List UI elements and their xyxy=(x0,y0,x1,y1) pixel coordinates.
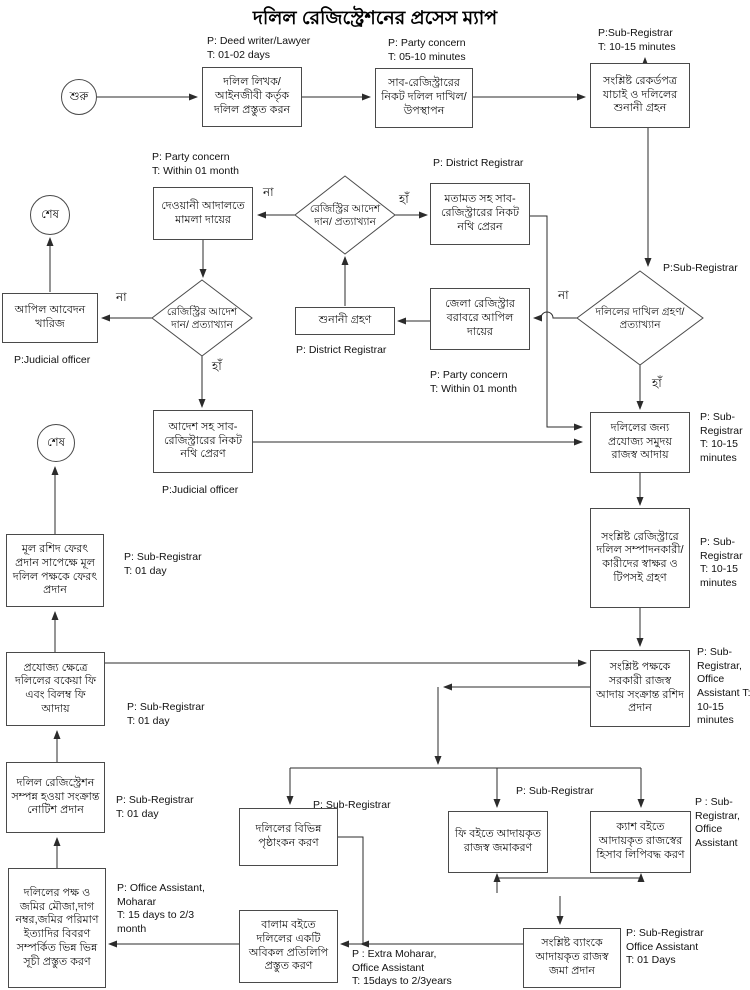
annotation-signatures-thumbprints: P: Sub-Registrar T: 10-15 minutes xyxy=(700,536,743,589)
annotation-fee-book-entry: P: Sub-Registrar xyxy=(516,785,594,797)
annotation-indexes-preparation: P: Office Assistant, Moharar T: 15 days … xyxy=(117,882,205,935)
process-revenue-receipt: সংশ্লিষ্ট পক্ষকে সরকারী রাজস্ব আদায় সংক… xyxy=(590,650,690,727)
process-indexes-preparation: দলিলের পক্ষ ও জমির মৌজা,দাগ নম্বর,জমির প… xyxy=(8,868,106,988)
decision-registry-order-2-label: রেজিস্ট্রির আদেশ দান/ প্রত্যাখ্যান xyxy=(166,306,238,331)
branch-label-yes-1: হাঁ xyxy=(399,192,409,206)
process-appeal-district-registrar: জেলা রেজিস্ট্রার বরাবরে আপিল দায়ের xyxy=(430,288,530,350)
process-appeal-dismissed: আপিল আবেদন খারিজ xyxy=(2,293,98,343)
annotation-completion-notice: P: Sub-Registrar T: 01 day xyxy=(116,794,194,820)
process-endorsements: দলিলের বিভিন্ন পৃষ্ঠাংকন করণ xyxy=(239,808,338,866)
annotation-verify-records: P:Sub-Registrar T: 10-15 minutes xyxy=(598,27,676,53)
branch-label-no-2: না xyxy=(116,290,127,304)
branch-label-yes-3: হাঁ xyxy=(652,376,662,390)
annotation-cash-book-entry: P : Sub-Registrar, Office Assistant xyxy=(695,796,740,849)
process-signatures-thumbprints: সংশ্লিষ্ট রেজিস্ট্রারে দলিল সম্পাদনকারী/… xyxy=(590,508,690,608)
annotation-endorsements: P: Sub-Registrar xyxy=(313,799,391,811)
process-balam-copy: বালাম বইতে দলিলের একটি অবিকল প্রতিলিপি প… xyxy=(239,910,338,983)
annotation-revenue-receipt: P: Sub-Registrar, Office Assistant T: 10… xyxy=(697,646,750,727)
process-cash-book-entry: ক্যাশ বইতে আদায়কৃত রাজস্বের হিসাব লিপিব… xyxy=(590,811,691,873)
annotation-opinion-to-subregistrar: P: District Registrar xyxy=(433,157,524,169)
process-civil-court-case: দেওয়ানী আদালতে মামলা দায়ের xyxy=(153,187,253,240)
process-prepare-deed: দলিল লিখক/আইনজীবী কর্তৃক দলিল প্রস্তুত ক… xyxy=(202,67,302,127)
process-opinion-to-subregistrar: মতামত সহ সাব-রেজিস্ট্রারের নিকট নথি প্রে… xyxy=(430,183,530,245)
annotation-civil-court-case: P: Party concern T: Within 01 month xyxy=(152,151,239,177)
annotation-return-original-deed: P: Sub-Registrar T: 01 day xyxy=(124,551,202,577)
annotation-prepare-deed: P: Deed writer/Lawyer T: 01-02 days xyxy=(207,35,311,61)
start-circle: শুরু xyxy=(61,79,97,115)
end-circle-appeal: শেষ xyxy=(30,195,70,235)
process-fee-book-entry: ফি বইতে আদায়কৃত রাজস্ব জমাকরণ xyxy=(448,811,548,873)
process-verify-records: সংশ্লিষ্ট রেকর্ডপত্র যাচাই ও দলিলের শুনা… xyxy=(590,63,690,128)
annotation-collect-revenue: P: Sub-Registrar T: 10-15 minutes xyxy=(700,411,743,464)
branch-label-no-1: না xyxy=(263,185,274,199)
annotation-bank-deposit: P: Sub-Registrar Office Assistant T: 01 … xyxy=(626,927,704,967)
annotation-deed-accept-reject: P:Sub-Registrar xyxy=(663,262,738,274)
annotation-hearing: P: District Registrar xyxy=(296,344,387,356)
branch-label-yes-2: হাঁ xyxy=(212,359,222,373)
end-circle-main: শেষ xyxy=(37,424,75,462)
process-hearing: শুনানী গ্রহণ xyxy=(295,307,395,335)
decision-diamond-deed-accept-reject xyxy=(576,270,704,366)
decision-registry-order-1-label: রেজিস্ট্রির আদেশ দান/ প্রত্যাখ্যান xyxy=(309,203,381,228)
decision-deed-accept-reject-label: দলিলের দাখিল গ্রহণ/প্রত্যাখ্যান xyxy=(595,306,685,331)
process-submit-deed: সাব-রেজিস্ট্রারের নিকট দলিল দাখিল/উপস্থা… xyxy=(375,68,473,128)
annotation-due-late-fees: P: Sub-Registrar T: 01 day xyxy=(127,701,205,727)
process-order-to-subregistrar: আদেশ সহ সাব-রেজিস্ট্রারের নিকট নথি প্রের… xyxy=(153,410,253,473)
page-title: দলিল রেজিস্ট্রেশনের প্রসেস ম্যাপ xyxy=(252,8,498,29)
branch-label-no-3: না xyxy=(558,288,569,302)
annotation-balam-copy: P : Extra Moharar, Office Assistant T: 1… xyxy=(352,948,452,988)
annotation-appeal-district-registrar: P: Party concern T: Within 01 month xyxy=(430,369,517,395)
process-return-original-deed: মূল রশিদ ফেরৎ প্রদান সাপেক্ষে মূল দলিল প… xyxy=(6,534,104,607)
annotation-appeal-dismissed: P:Judicial officer xyxy=(14,354,91,366)
process-due-late-fees: প্রযোজ্য ক্ষেত্রে দলিলের বকেয়া ফি এবং ব… xyxy=(6,652,105,726)
decision-diamond-registry-order-2 xyxy=(151,279,253,357)
process-bank-deposit: সংশ্লিষ্ট ব্যাংকে আদায়কৃত রাজস্ব জমা প্… xyxy=(523,928,621,988)
flow-arrows xyxy=(46,57,652,948)
annotation-submit-deed: P: Party concern T: 05-10 minutes xyxy=(388,37,466,63)
process-completion-notice: দলিল রেজিস্ট্রেশন সম্পন্ন হওয়া সংক্রান্… xyxy=(6,762,105,833)
decision-shapes xyxy=(151,175,704,366)
process-collect-revenue: দলিলের জন্য প্রযোজ্য সমুদয় রাজস্ব আদায় xyxy=(590,412,690,473)
decision-diamond-registry-order-1 xyxy=(294,175,396,255)
annotation-order-to-subregistrar: P:Judicial officer xyxy=(162,484,239,496)
